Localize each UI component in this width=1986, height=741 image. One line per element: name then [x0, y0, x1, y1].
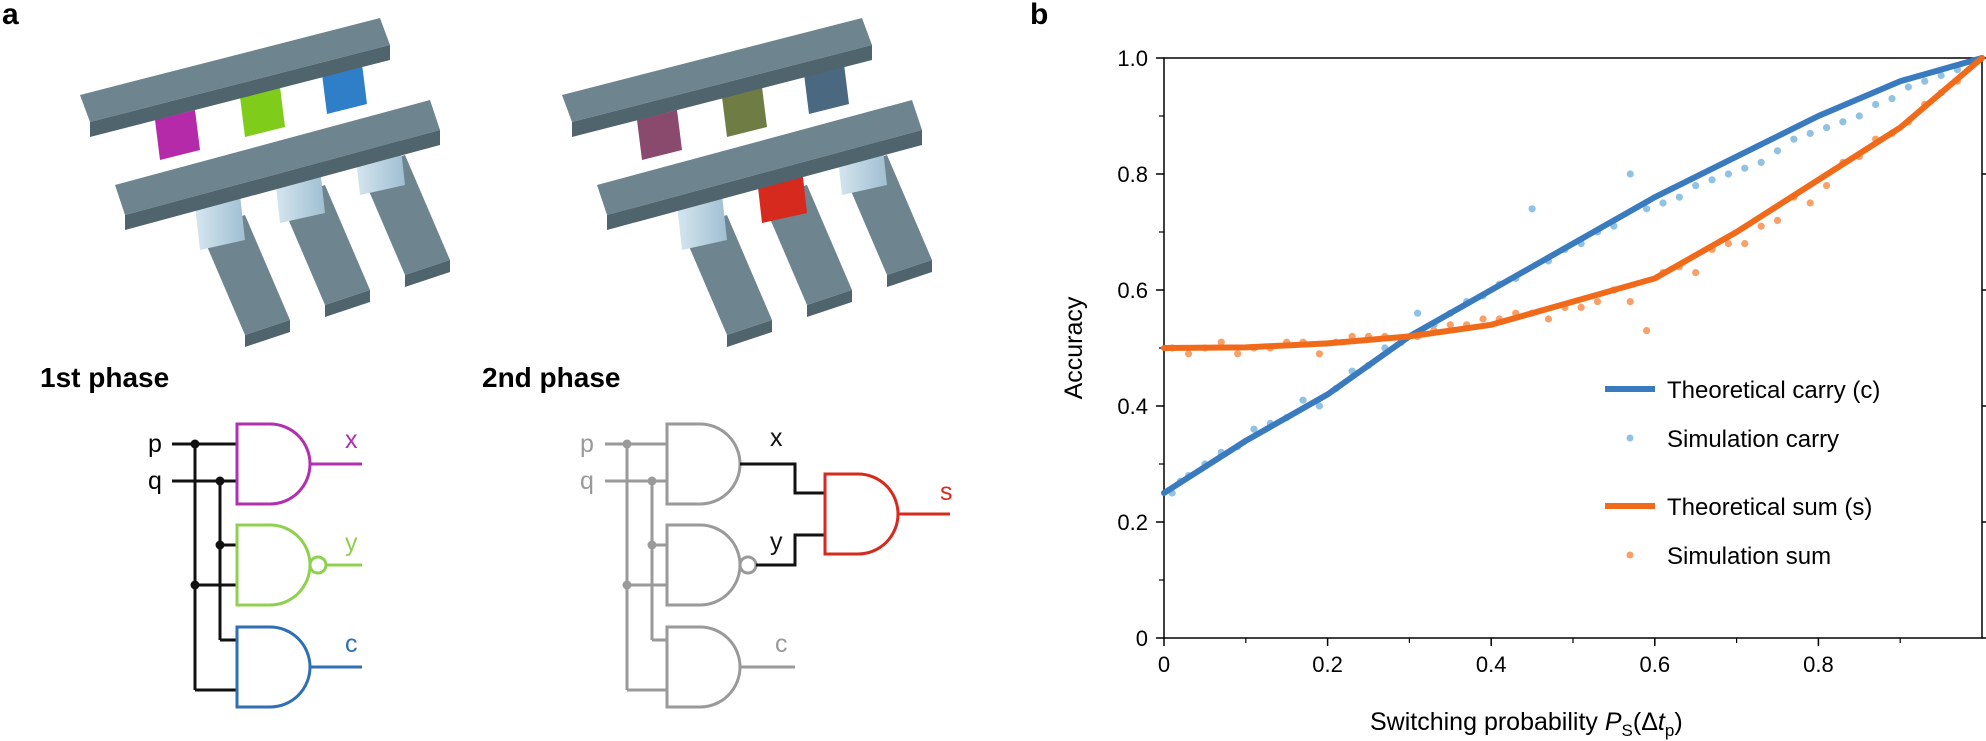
x-tick-label: 0: [1158, 652, 1170, 677]
sum-sim-point: [1544, 315, 1553, 323]
carry-sim-point: [1528, 205, 1536, 213]
x-tick-label: 0.4: [1476, 652, 1507, 677]
carry-sim-point: [1692, 182, 1700, 190]
carry-sim-point: [1921, 77, 1929, 85]
crossbar-phase2: [562, 18, 932, 347]
legend-sum-sim: Simulation sum: [1667, 543, 1831, 570]
carry-sim-point: [1888, 95, 1896, 103]
carry-sim-point: [1626, 170, 1634, 178]
phase1-output-x: x: [345, 426, 358, 454]
sum-sim-point: [1234, 350, 1242, 358]
carry-sim-point: [1790, 135, 1798, 143]
carry-theory-line: [1161, 55, 1985, 496]
carry-sim-point: [1757, 158, 1765, 166]
carry-sim-point: [1741, 164, 1749, 172]
sum-theory-line: [1161, 55, 1985, 351]
circuit-phase1: [172, 422, 362, 709]
phase1-output-y: y: [345, 529, 358, 557]
phase2-mid-y: y: [770, 528, 783, 556]
circuit-phase2: [605, 422, 950, 709]
sum-sim-point: [1806, 199, 1814, 207]
x-tick-label: 0.2: [1312, 652, 1343, 677]
carry-sim-point: [1675, 193, 1683, 201]
memristor-blue: [322, 64, 367, 114]
carry-sim-point: [1822, 124, 1831, 132]
accuracy-chart: 0 0.2 0.4 0.6 0.8 0 0.2 0.4 0.6 0.8 1.0 Switching …: [1060, 46, 1986, 740]
x-tick-label: 0.6: [1640, 652, 1671, 677]
sum-sim-point: [1822, 182, 1831, 190]
carry-sim-point: [1643, 205, 1651, 213]
memristor-green: [240, 87, 285, 137]
sum-sim-point: [1757, 222, 1765, 230]
y-tick-label: 0: [1136, 626, 1148, 651]
sum-sim-point: [1577, 303, 1585, 311]
carry-sim-point: [1904, 83, 1912, 91]
sum-sim-point: [1626, 298, 1634, 306]
panel-a-label: a: [2, 0, 19, 31]
legend: Theoretical carry (c) Simulation carry T…: [1605, 377, 1880, 570]
carry-sim-point: [1413, 309, 1422, 317]
carry-sim-point: [1773, 147, 1782, 155]
y-tick-label: 0.2: [1117, 510, 1148, 535]
y-tick-label: 0.8: [1117, 162, 1148, 187]
carry-sim-point: [1299, 396, 1307, 404]
crossbar-phase1: [80, 18, 450, 347]
sum-sim-point: [1741, 240, 1749, 248]
carry-sim-point: [1250, 425, 1258, 433]
y-tick-label: 0.4: [1117, 394, 1148, 419]
sum-sim-point: [1773, 216, 1782, 224]
memristor-magenta: [155, 110, 200, 160]
carry-sim-point: [1806, 129, 1814, 137]
sum-sim-point: [1217, 338, 1225, 346]
phase1-output-c: c: [345, 630, 358, 658]
legend-swatch-carry-sim: [1626, 434, 1634, 442]
x-axis-title: Switching probability PS(Δtp): [1370, 708, 1683, 740]
phase2-mid-x: x: [770, 424, 783, 452]
phase2-output-c: c: [775, 630, 788, 658]
panel-b-label: b: [1030, 0, 1049, 31]
sum-sim-point: [1724, 240, 1733, 248]
phase1-input-q: q: [148, 467, 162, 495]
phase2-input-q: q: [580, 467, 594, 495]
phase2-output-s: s: [940, 478, 953, 506]
legend-carry-sim: Simulation carry: [1667, 426, 1839, 453]
legend-carry-line: Theoretical carry (c): [1667, 377, 1880, 404]
phase1-label: 1st phase: [40, 362, 170, 393]
sum-sim-point: [1184, 350, 1193, 358]
sum-sim-point: [1315, 350, 1324, 358]
carry-sim-point: [1855, 112, 1863, 120]
carry-sim-point: [1708, 176, 1716, 184]
carry-sim-point: [1315, 402, 1324, 410]
y-axis-title: Accuracy: [1060, 296, 1088, 399]
y-tick-label: 1.0: [1117, 46, 1148, 71]
phase2-label: 2nd phase: [482, 362, 621, 393]
sum-sim-point: [1692, 269, 1700, 277]
carry-sim-point: [1659, 199, 1667, 207]
phase2-input-p: p: [580, 430, 594, 458]
phase1-input-p: p: [148, 430, 162, 458]
y-tick-label: 0.6: [1117, 278, 1148, 303]
carry-sim-point: [1839, 118, 1847, 126]
carry-sim-point: [1872, 100, 1880, 108]
sum-sim-point: [1593, 298, 1602, 306]
carry-sim-point: [1937, 71, 1945, 79]
carry-sim-point: [1724, 170, 1733, 178]
sum-sim-point: [1446, 321, 1454, 329]
sum-sim-point: [1479, 315, 1487, 323]
legend-swatch-sum-sim: [1626, 551, 1634, 559]
legend-sum-line: Theoretical sum (s): [1667, 494, 1872, 521]
sum-sim-point: [1643, 327, 1651, 335]
x-tick-label: 0.8: [1803, 652, 1834, 677]
